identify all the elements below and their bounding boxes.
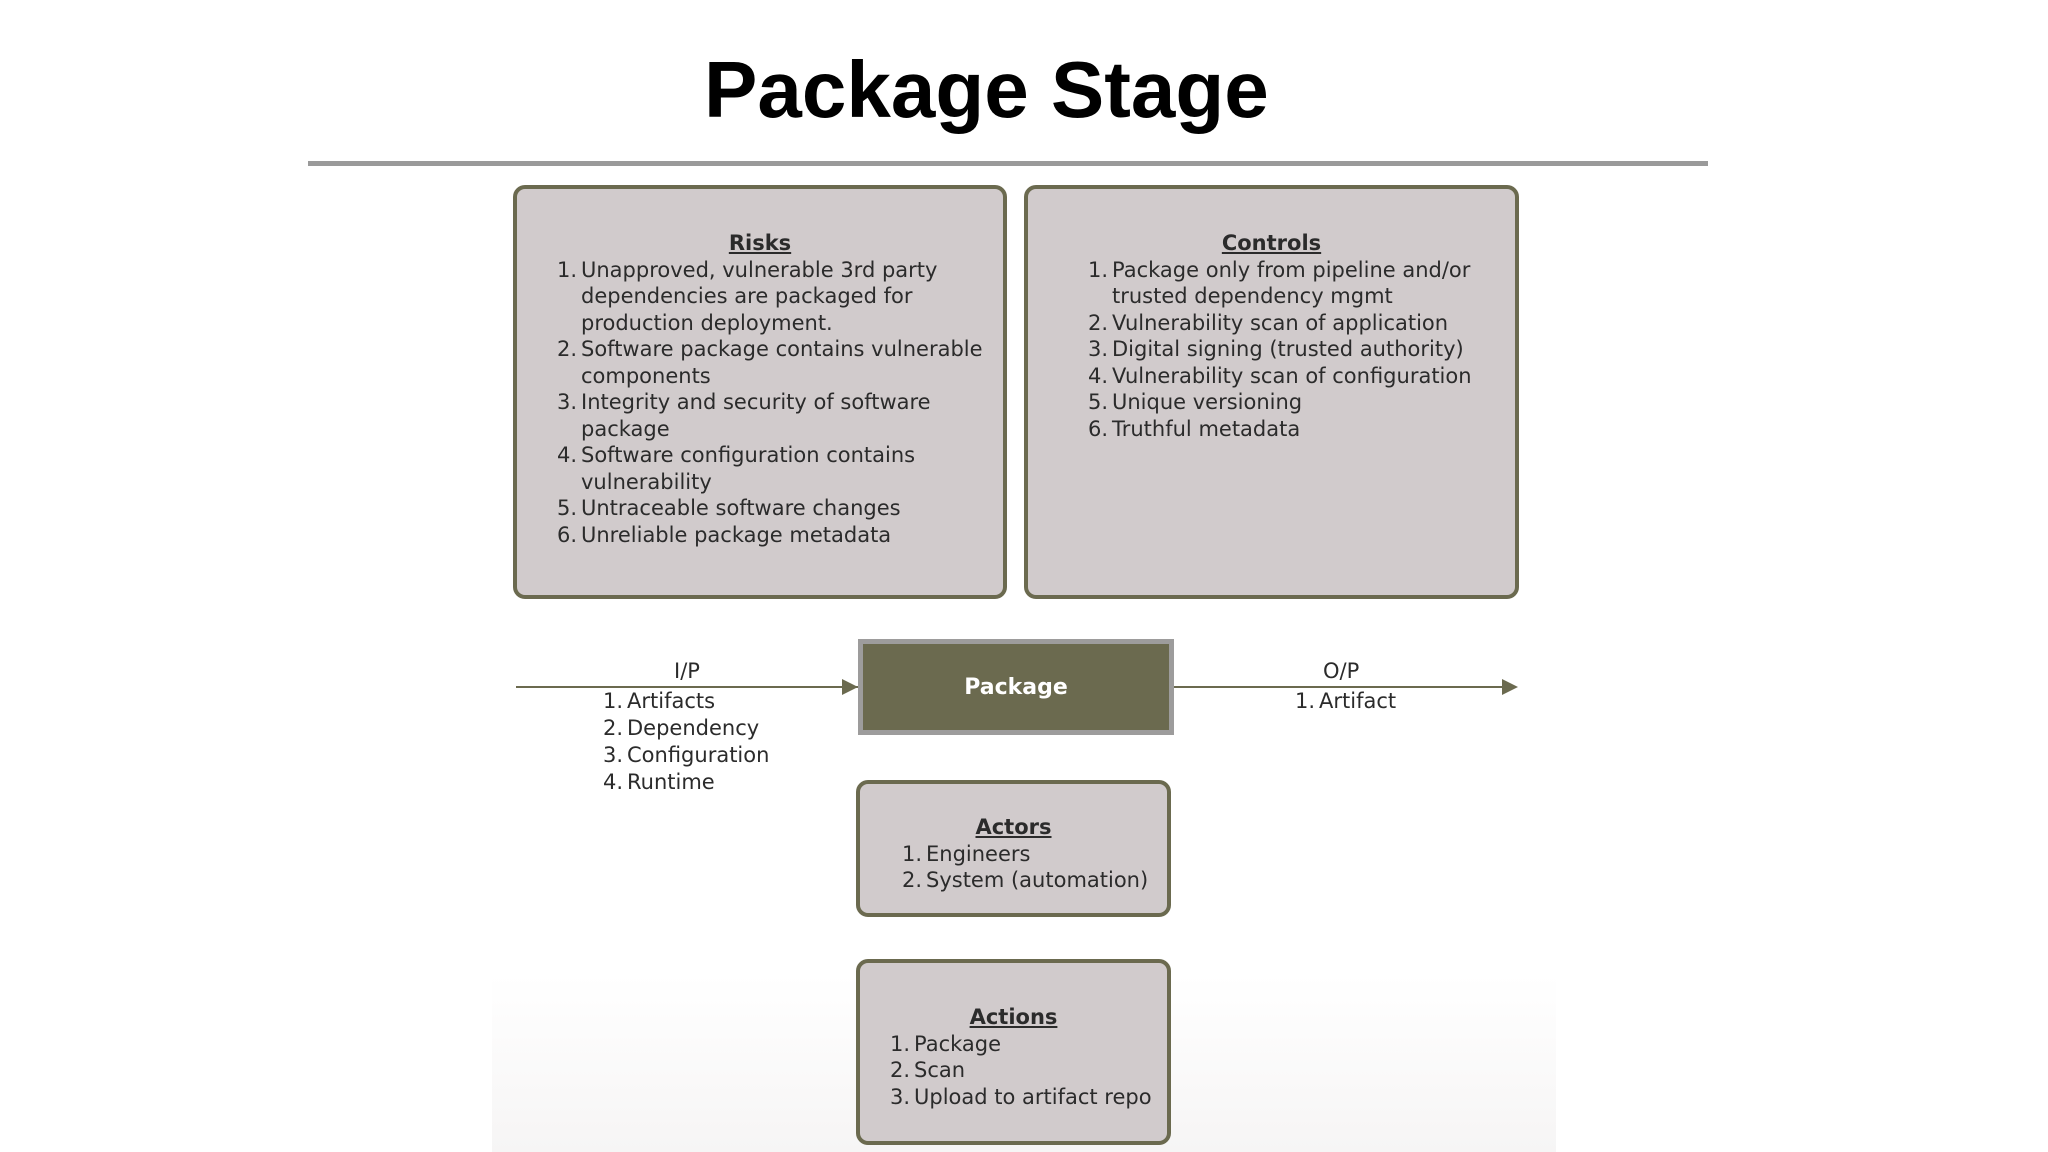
list-item-text: System (automation) [926, 868, 1149, 892]
list-item-number: 2. [603, 716, 624, 740]
list-item-number: 3. [557, 390, 578, 414]
list-item-text: components [581, 363, 711, 388]
output-label: O/P [1323, 659, 1360, 683]
list-item: 3.Digital signing (trusted authority) [1088, 336, 1495, 363]
list-item-text: Software configuration contains [581, 443, 916, 467]
title-divider [308, 161, 1708, 166]
controls-box: Controls 1.Package only from pipeline an… [1024, 185, 1519, 599]
list-item-text: Package [914, 1031, 1002, 1056]
list-item-number: 5. [1088, 390, 1109, 414]
list-item-text: Software package contains vulnerable [581, 337, 983, 361]
controls-heading: Controls [1221, 231, 1322, 255]
list-item-text: Configuration [627, 743, 770, 767]
list-item-number: 3. [890, 1084, 911, 1109]
list-item-text: Vulnerability scan of application [1112, 310, 1449, 335]
list-item-text: Truthful metadata [1112, 416, 1301, 441]
list-item-number: 1. [1295, 689, 1316, 713]
list-item-number: 2. [902, 868, 923, 892]
package-process-box: Package [858, 639, 1174, 735]
actors-heading: Actors [975, 815, 1052, 839]
list-item-text: Unreliable package metadata [581, 522, 892, 547]
list-item-number: 2. [890, 1058, 911, 1082]
list-item: 6.Truthful metadata [1088, 416, 1495, 443]
output-list: 1.Artifact [1295, 688, 1396, 715]
list-item-number: 1. [557, 257, 578, 282]
list-item-text: Scan [914, 1058, 966, 1082]
list-item-number: 4. [557, 443, 578, 467]
package-process-label: Package [964, 674, 1068, 700]
input-arrow [516, 686, 858, 688]
list-item-number: 2. [557, 337, 578, 361]
list-item-number: 1. [1088, 257, 1109, 282]
list-item-text: package [581, 416, 670, 441]
output-arrowhead [1502, 679, 1518, 695]
list-item-number: 4. [1088, 363, 1109, 388]
list-item-text: Dependency [627, 716, 760, 740]
list-item-number: 1. [902, 841, 923, 866]
list-item: 1.Package [890, 1031, 1157, 1058]
risks-heading: Risks [728, 231, 792, 255]
list-item: 2.System (automation) [902, 867, 1157, 894]
list-item-text: Unapproved, vulnerable 3rd party [581, 257, 938, 282]
list-item: 1.Artifacts [603, 688, 769, 715]
actions-heading: Actions [969, 1005, 1058, 1029]
list-item: 4.Vulnerability scan of configuration [1088, 363, 1495, 390]
output-arrow [1174, 686, 1512, 688]
list-item-number: 3. [603, 743, 624, 767]
list-item-text: Vulnerability scan of configuration [1112, 363, 1472, 388]
list-item-text: Artifact [1319, 689, 1397, 713]
list-item: 5.Untraceable software changes [557, 495, 983, 522]
list-item-text: Runtime [627, 770, 715, 794]
list-item: 6.Unreliable package metadata [557, 522, 983, 549]
list-item-text: production deployment. [581, 310, 833, 335]
list-item: 2.Scan [890, 1057, 1157, 1084]
list-item-number: 1. [603, 689, 624, 713]
list-item: 1.Engineers [902, 841, 1157, 868]
list-item-number: 3. [1088, 337, 1109, 361]
list-item: 5.Unique versioning [1088, 389, 1495, 416]
list-item: 2.Dependency [603, 715, 769, 742]
list-item-text: Upload to artifact repo [914, 1084, 1152, 1109]
list-item-number: 4. [603, 770, 624, 794]
list-item-text: Integrity and security of software [581, 390, 931, 414]
list-item-text: dependencies are packaged for [581, 284, 913, 308]
list-item-number: 2. [1088, 310, 1109, 335]
input-label: I/P [674, 659, 700, 683]
list-item: 4.Runtime [603, 769, 769, 796]
list-item-text: Package only from pipeline and/or [1112, 257, 1471, 282]
list-item-number: 1. [890, 1031, 911, 1056]
list-item-number: 5. [557, 496, 578, 520]
risks-box: Risks 1.Unapproved, vulnerable 3rd party… [513, 185, 1007, 599]
list-item-text: Unique versioning [1112, 390, 1303, 414]
list-item: 3.Configuration [603, 742, 769, 769]
list-item-text: Digital signing (trusted authority) [1112, 337, 1464, 361]
list-item-number: 6. [557, 522, 578, 547]
list-item-text: Artifacts [627, 689, 716, 713]
list-item-number: 6. [1088, 416, 1109, 441]
list-item-text: Untraceable software changes [581, 496, 901, 520]
list-item-text: Engineers [926, 841, 1031, 866]
slide-title: Package Stage [704, 45, 1269, 134]
list-item: 2.Vulnerability scan of application [1088, 310, 1495, 337]
list-item-text: vulnerability [581, 469, 712, 494]
list-item: 3.Upload to artifact repo [890, 1084, 1157, 1111]
list-item-text: trusted dependency mgmt [1112, 284, 1393, 308]
input-arrowhead [842, 679, 858, 695]
list-item: 1.Artifact [1295, 688, 1396, 715]
